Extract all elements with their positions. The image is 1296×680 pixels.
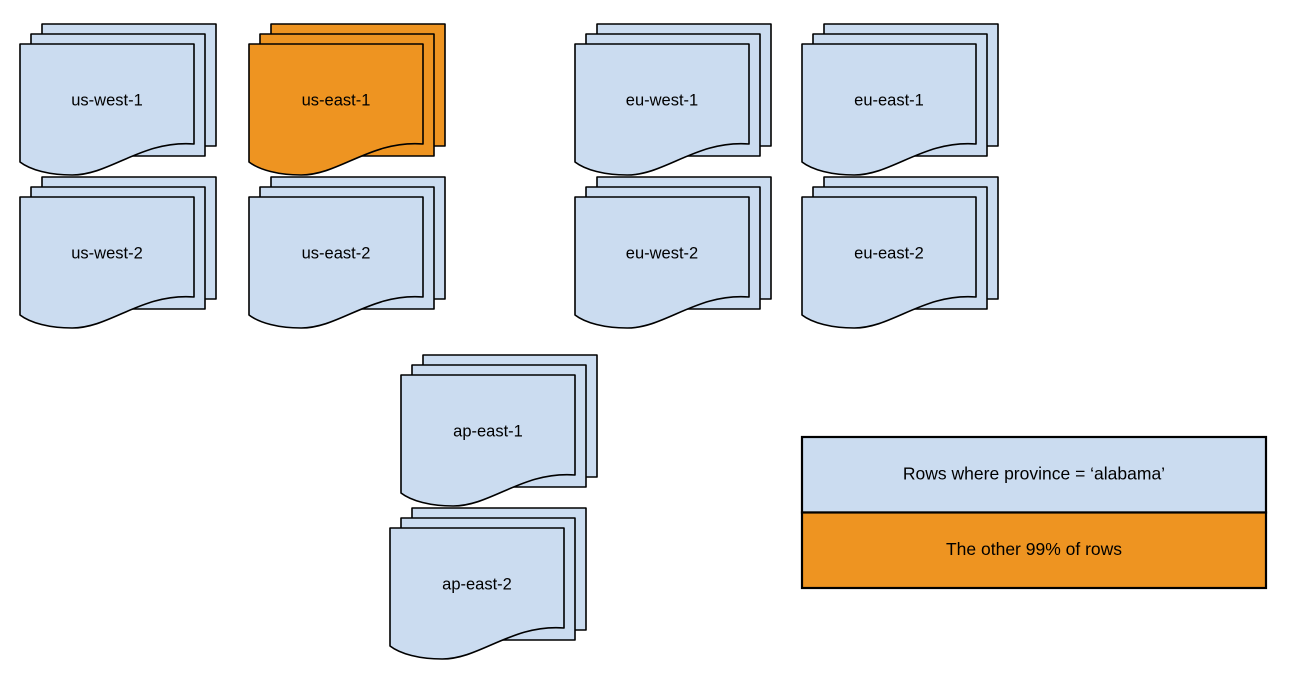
stack-sheet-front (389, 527, 565, 660)
stack-sheet-front (248, 43, 424, 176)
region-label-eu-east-2: eu-east-2 (854, 244, 924, 262)
legend-row-alabama: Rows where province = ‘alabama’ (800, 435, 1268, 514)
stack-sheet-front (400, 374, 576, 507)
region-label-eu-west-2: eu-west-2 (626, 244, 698, 262)
region-label-us-east-1: us-east-1 (302, 91, 371, 109)
legend-row-other: The other 99% of rows (800, 511, 1268, 590)
stack-sheet-front (574, 43, 750, 176)
region-stack-ap-east-1[interactable]: ap-east-1 (400, 354, 598, 507)
region-stack-eu-west-1[interactable]: eu-west-1 (574, 23, 772, 176)
region-label-ap-east-1: ap-east-1 (453, 422, 523, 440)
region-stack-eu-east-2[interactable]: eu-east-2 (801, 176, 999, 329)
region-label-us-east-2: us-east-2 (302, 244, 371, 262)
region-label-eu-east-1: eu-east-1 (854, 91, 924, 109)
legend-row-alabama-label: Rows where province = ‘alabama’ (903, 463, 1165, 483)
region-label-us-west-1: us-west-1 (71, 91, 143, 109)
region-stack-eu-east-1[interactable]: eu-east-1 (801, 23, 999, 176)
legend-row-alabama-swatch (800, 435, 1268, 514)
region-stack-us-west-1[interactable]: us-west-1 (19, 23, 217, 176)
region-stack-us-west-2[interactable]: us-west-2 (19, 176, 217, 329)
stack-sheet-front (801, 196, 977, 329)
region-label-ap-east-2: ap-east-2 (442, 575, 512, 593)
region-label-eu-west-1: eu-west-1 (626, 91, 698, 109)
region-stack-us-east-2[interactable]: us-east-2 (248, 176, 446, 329)
stack-sheet-front (19, 196, 195, 329)
region-stacks-group: us-west-1 us-west-2 us-east-1 us-east-2 eu-w… (19, 23, 999, 660)
legend-group: Rows where province = ‘alabama’ The other… (800, 435, 1268, 590)
stack-sheet-front (801, 43, 977, 176)
stack-sheet-front (248, 196, 424, 329)
region-stack-ap-east-2[interactable]: ap-east-2 (389, 507, 587, 660)
stack-sheet-front (574, 196, 750, 329)
legend-row-other-swatch (800, 511, 1268, 590)
stack-sheet-front (19, 43, 195, 176)
region-stack-eu-west-2[interactable]: eu-west-2 (574, 176, 772, 329)
region-label-us-west-2: us-west-2 (71, 244, 143, 262)
region-stack-us-east-1[interactable]: us-east-1 (248, 23, 446, 176)
legend-row-other-label: The other 99% of rows (946, 539, 1122, 559)
